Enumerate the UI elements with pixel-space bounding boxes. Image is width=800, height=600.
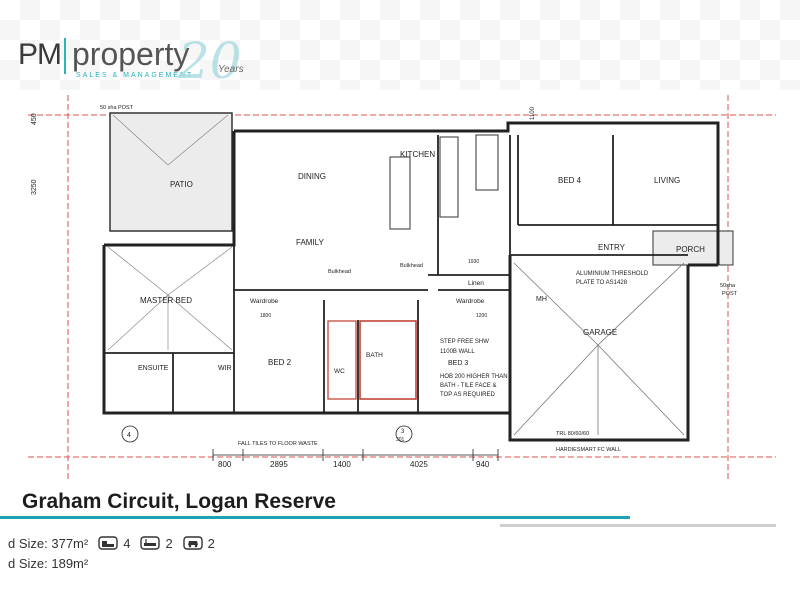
logo-pm: PM [18, 38, 62, 71]
note-hob-2: BATH - TILE FACE & [440, 383, 496, 389]
section-marker-4 [121, 425, 139, 443]
garage-feature: 2 [182, 535, 215, 551]
label-bed3: BED 3 [448, 360, 468, 367]
label-wir: WIR [218, 365, 232, 372]
dim-2895: 2895 [270, 460, 288, 469]
note-hardie: HARDIESMART FC WALL [556, 447, 621, 453]
note-step-2: 1100B WALL [440, 349, 475, 355]
kitchen-counter [439, 136, 459, 218]
val-1930: 1930 [468, 259, 479, 265]
note-bulkhead-1: Bulkhead [328, 269, 351, 275]
note-post-right-2: POST [722, 291, 738, 297]
dim-800: 800 [218, 460, 232, 469]
val-1200: 1200 [476, 313, 487, 319]
logo-anniversary-number: 20 [178, 32, 242, 90]
label-patio: PATIO [170, 180, 193, 189]
dim-4025: 4025 [410, 460, 428, 469]
bath-icon [140, 536, 161, 550]
label-living: LIVING [654, 176, 680, 185]
label-bath: BATH [366, 352, 383, 359]
listing-features-row: d Size: 377m² 4 2 2 [8, 535, 215, 551]
bed-icon [98, 536, 118, 550]
garage-count: 2 [207, 535, 215, 551]
bath-outline [359, 320, 417, 400]
agency-logo: PM property SALES & MANAGEMENT 20 Years [18, 30, 258, 90]
bath-count: 2 [165, 535, 173, 551]
label-master-bed: MASTER BED [140, 296, 192, 305]
land-size: d Size: 377m² [8, 535, 89, 551]
marker-301: 301 [396, 437, 405, 443]
dim-450: 450 [31, 113, 38, 125]
label-mh: MH [536, 296, 547, 303]
label-bed2: BED 2 [268, 358, 292, 367]
porch-area [652, 230, 734, 266]
note-post-right-1: 50sha [720, 283, 736, 289]
label-entry: ENTRY [598, 243, 626, 252]
label-porch: PORCH [676, 245, 705, 254]
label-kitchen: KITCHEN [400, 150, 435, 159]
note-fall-tiles: FALL TILES TO FLOOR WASTE [238, 441, 318, 447]
marker-3: 3 [401, 429, 405, 435]
label-linen: Linen [468, 280, 484, 287]
bed-feature: 4 [98, 535, 130, 551]
bed-count: 4 [123, 535, 131, 551]
kitchen-island [389, 156, 411, 230]
label-garage: GARAGE [583, 328, 617, 337]
marker-4: 4 [127, 432, 131, 439]
note-post-left: 50 sha POST [100, 105, 134, 111]
floor-plan: PATIO DINING KITCHEN FAMILY BED 4 LIVING… [28, 95, 776, 480]
label-wardrobe-2: Wardrobe [456, 298, 485, 305]
note-hob-3: TOP AS REQUIRED [440, 392, 495, 398]
garage-roof-lines [513, 262, 685, 436]
label-wardrobe-1: Wardrobe [250, 298, 279, 305]
label-dining: DINING [298, 172, 326, 181]
note-trl: TRL 80/60/60 [556, 431, 589, 437]
logo-anniversary-word: Years [218, 64, 244, 75]
note-alu-1: ALUMINIUM THRESHOLD [576, 271, 649, 277]
note-alu-2: PLATE TO AS1428 [576, 280, 628, 286]
dim-1400: 1400 [333, 460, 351, 469]
floor-plan-drawing: PATIO DINING KITCHEN FAMILY BED 4 LIVING… [28, 95, 776, 480]
dim-940: 940 [476, 460, 490, 469]
section-marker-3 [395, 425, 413, 443]
val-1800: 1800 [260, 313, 271, 319]
label-ensuite: ENSUITE [138, 365, 169, 372]
listing-title: Graham Circuit, Logan Reserve [22, 490, 336, 513]
wc-outline [327, 320, 357, 400]
label-bed4: BED 4 [558, 176, 582, 185]
dim-3250: 3250 [31, 179, 38, 195]
label-wc: WC [334, 368, 345, 375]
logo-tagline: SALES & MANAGEMENT [76, 72, 194, 79]
note-step-1: STEP FREE SHW [440, 339, 489, 345]
title-grey-line [500, 524, 776, 527]
house-size: d Size: 189m² [8, 556, 89, 571]
dim-1100: 1100 [530, 106, 536, 120]
title-accent-line [0, 516, 630, 519]
bottom-dimension-line [212, 449, 499, 461]
note-bulkhead-2: Bulkhead [400, 263, 423, 269]
boundary-lines [28, 95, 776, 480]
bath-feature: 2 [140, 535, 173, 551]
car-icon [182, 536, 203, 550]
house-size-row: d Size: 189m² [8, 556, 88, 571]
lndry [475, 134, 499, 191]
logo-property: property [72, 36, 190, 72]
logo-divider [64, 38, 66, 74]
label-family: FAMILY [296, 238, 325, 247]
master-roof-lines [107, 114, 233, 351]
outer-walls [102, 121, 720, 442]
patio-area [109, 112, 233, 232]
header-pattern [0, 0, 800, 90]
note-hob-1: HOB 200 HIGHER THAN [440, 374, 508, 380]
inner-walls [104, 135, 718, 413]
